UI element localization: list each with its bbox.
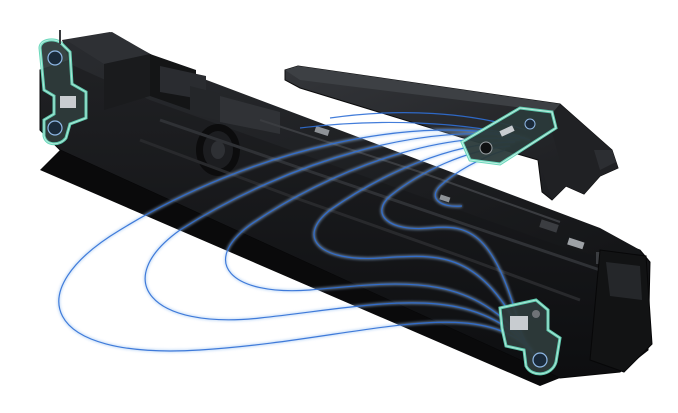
magnetic-field-lines xyxy=(57,112,537,356)
left-end-sensor-module xyxy=(38,30,88,146)
cover-sensor-board xyxy=(460,106,558,166)
soundbar-main-body xyxy=(39,32,653,386)
right-end-sensor-module xyxy=(498,298,562,376)
